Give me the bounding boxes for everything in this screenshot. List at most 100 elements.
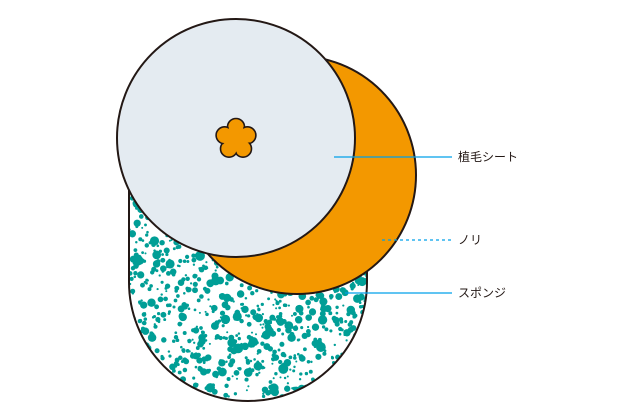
sponge-pore bbox=[329, 382, 335, 388]
sponge-pore bbox=[314, 388, 318, 392]
sponge-pore bbox=[296, 352, 300, 356]
sponge-pore bbox=[291, 314, 293, 317]
sponge-pore bbox=[330, 397, 333, 400]
sponge-pore bbox=[155, 316, 161, 323]
sponge-pore bbox=[335, 293, 343, 301]
sponge-pore bbox=[356, 391, 362, 397]
sponge-pore bbox=[160, 265, 167, 272]
sponge-pore bbox=[231, 375, 234, 378]
sponge-pore bbox=[173, 335, 179, 340]
sponge-pore bbox=[328, 293, 334, 299]
sponge-pore bbox=[239, 318, 244, 324]
sponge-pore bbox=[151, 242, 156, 247]
sponge-pore bbox=[161, 253, 165, 256]
sponge-pore bbox=[146, 230, 149, 234]
sponge-pore bbox=[282, 353, 287, 358]
sponge-pore bbox=[329, 329, 333, 333]
sponge-pore bbox=[148, 364, 151, 368]
sponge-pore bbox=[202, 402, 204, 404]
sponge-pore bbox=[130, 266, 136, 271]
sponge-pore bbox=[150, 270, 155, 275]
sponge-pore bbox=[341, 359, 345, 363]
sponge-pore bbox=[129, 305, 130, 309]
sponge-pore bbox=[131, 292, 135, 295]
sponge-pore bbox=[129, 384, 137, 395]
sponge-pore bbox=[240, 302, 245, 306]
sponge-pore bbox=[165, 252, 169, 257]
sponge-pore bbox=[292, 402, 294, 404]
sponge-pore bbox=[153, 324, 158, 329]
sponge-pore bbox=[250, 368, 255, 373]
sponge-pore bbox=[326, 392, 332, 398]
sponge-pore bbox=[289, 368, 292, 371]
sponge-pore bbox=[160, 280, 164, 284]
sponge-pore bbox=[129, 276, 134, 282]
sponge-pore bbox=[241, 342, 249, 351]
sponge-pore bbox=[317, 337, 322, 342]
sponge-pore bbox=[202, 264, 205, 268]
sponge-pore bbox=[226, 376, 231, 382]
sponge-pore bbox=[340, 328, 344, 332]
sponge-pore bbox=[140, 347, 145, 352]
sponge-pore bbox=[344, 319, 348, 324]
sponge-pore bbox=[220, 314, 231, 325]
sponge-pore bbox=[156, 244, 160, 248]
sponge-pore bbox=[305, 314, 312, 321]
sponge-pore bbox=[363, 394, 367, 401]
sponge-pore bbox=[218, 335, 223, 341]
sponge-pore bbox=[194, 365, 198, 369]
sponge-pore bbox=[192, 287, 198, 294]
sponge-pore bbox=[330, 379, 340, 389]
sponge-pore bbox=[287, 304, 290, 307]
sponge-pore bbox=[247, 385, 250, 388]
sponge-pore bbox=[267, 346, 273, 352]
sponge-pore bbox=[319, 310, 326, 317]
sponge-pore bbox=[173, 298, 178, 303]
sponge-pore bbox=[187, 399, 191, 401]
sponge-pore bbox=[325, 389, 329, 393]
sponge-pore bbox=[288, 355, 293, 360]
sponge-pore bbox=[180, 345, 183, 349]
sponge-pore bbox=[165, 290, 168, 293]
sponge-pore bbox=[175, 338, 180, 343]
sponge-pore bbox=[349, 352, 353, 356]
sponge-pore bbox=[182, 403, 185, 406]
sheet-label: 植毛シート bbox=[458, 149, 518, 164]
sponge-pore bbox=[191, 253, 196, 258]
sponge-pore bbox=[131, 320, 135, 324]
sponge-pore bbox=[241, 305, 249, 314]
sponge-pore bbox=[246, 314, 251, 318]
sponge-pore bbox=[262, 323, 265, 326]
sponge-pore bbox=[194, 274, 198, 278]
sponge-pore bbox=[254, 333, 258, 336]
sponge-pore bbox=[135, 394, 143, 401]
sponge-pore bbox=[178, 313, 187, 322]
sponge-pore bbox=[211, 388, 218, 395]
sponge-pore bbox=[170, 378, 175, 383]
sponge-pore bbox=[155, 259, 161, 264]
sponge-pore bbox=[299, 372, 303, 376]
sponge-pore bbox=[202, 346, 206, 350]
sponge-pore bbox=[237, 332, 241, 335]
sponge-pore bbox=[320, 304, 323, 308]
sponge-pore bbox=[151, 316, 155, 319]
sponge-pore bbox=[306, 360, 311, 364]
sponge-pore bbox=[289, 329, 292, 332]
sponge-pore bbox=[236, 290, 245, 298]
sponge-pore bbox=[224, 281, 229, 286]
sponge-pore bbox=[298, 338, 301, 341]
sponge-pore bbox=[262, 392, 265, 395]
sponge-pore bbox=[244, 377, 249, 382]
sponge-pore bbox=[224, 383, 229, 388]
sponge-pore bbox=[178, 355, 183, 361]
sponge-pore bbox=[283, 376, 287, 380]
sponge-pore bbox=[189, 282, 193, 285]
sponge-pore bbox=[147, 333, 157, 342]
sponge-pore bbox=[195, 392, 199, 396]
sponge-pore bbox=[267, 297, 271, 301]
sponge-pore bbox=[250, 309, 257, 316]
sponge-pore bbox=[195, 325, 199, 328]
sponge-pore bbox=[182, 367, 188, 373]
sponge-pore bbox=[343, 373, 347, 377]
sponge-pore bbox=[196, 357, 203, 364]
